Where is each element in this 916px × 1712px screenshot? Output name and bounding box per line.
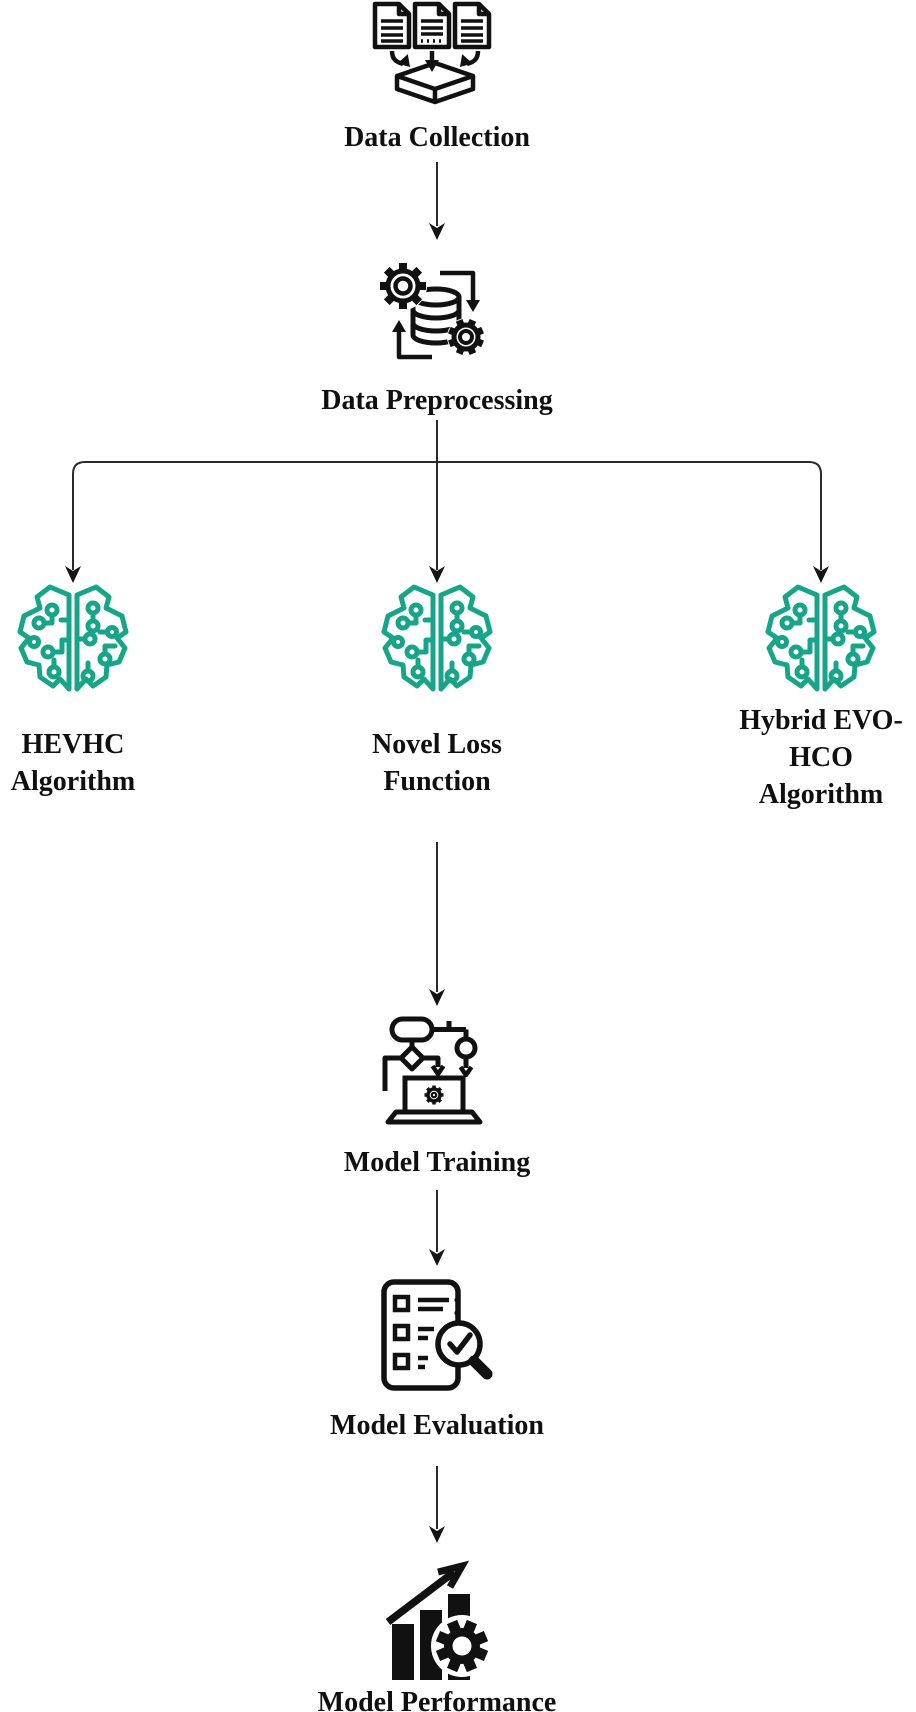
arrow-down-1: [429, 162, 445, 240]
brain-circuit-icon: [760, 582, 882, 698]
arrow-down-2: [429, 842, 445, 1006]
documents-into-box-icon: [372, 1, 492, 105]
checklist-magnifier-icon: [381, 1279, 493, 1391]
hybrid-evo-hco-label: Hybrid EVO- HCO Algorithm: [739, 705, 903, 810]
flowchart-laptop-icon: [382, 1016, 483, 1125]
arrow-down-3: [429, 1190, 445, 1266]
data-collection-label: Data Collection: [344, 122, 530, 153]
data-preprocessing-label: Data Preprocessing: [321, 385, 553, 416]
branch-connector: [65, 420, 829, 583]
gears-database-icon: [379, 262, 485, 360]
bar-chart-gear-icon: [385, 1560, 493, 1680]
hevhc-algorithm-label: HEVHC Algorithm: [10, 729, 136, 797]
arrow-down-4: [429, 1466, 445, 1543]
model-training-label: Model Training: [343, 1147, 531, 1178]
model-evaluation-label: Model Evaluation: [330, 1410, 544, 1441]
model-performance-label: Model Performance: [317, 1687, 557, 1712]
novel-loss-function-label: Novel Loss Function: [372, 729, 502, 797]
brain-circuit-icon: [376, 582, 498, 698]
brain-circuit-icon: [12, 582, 134, 698]
